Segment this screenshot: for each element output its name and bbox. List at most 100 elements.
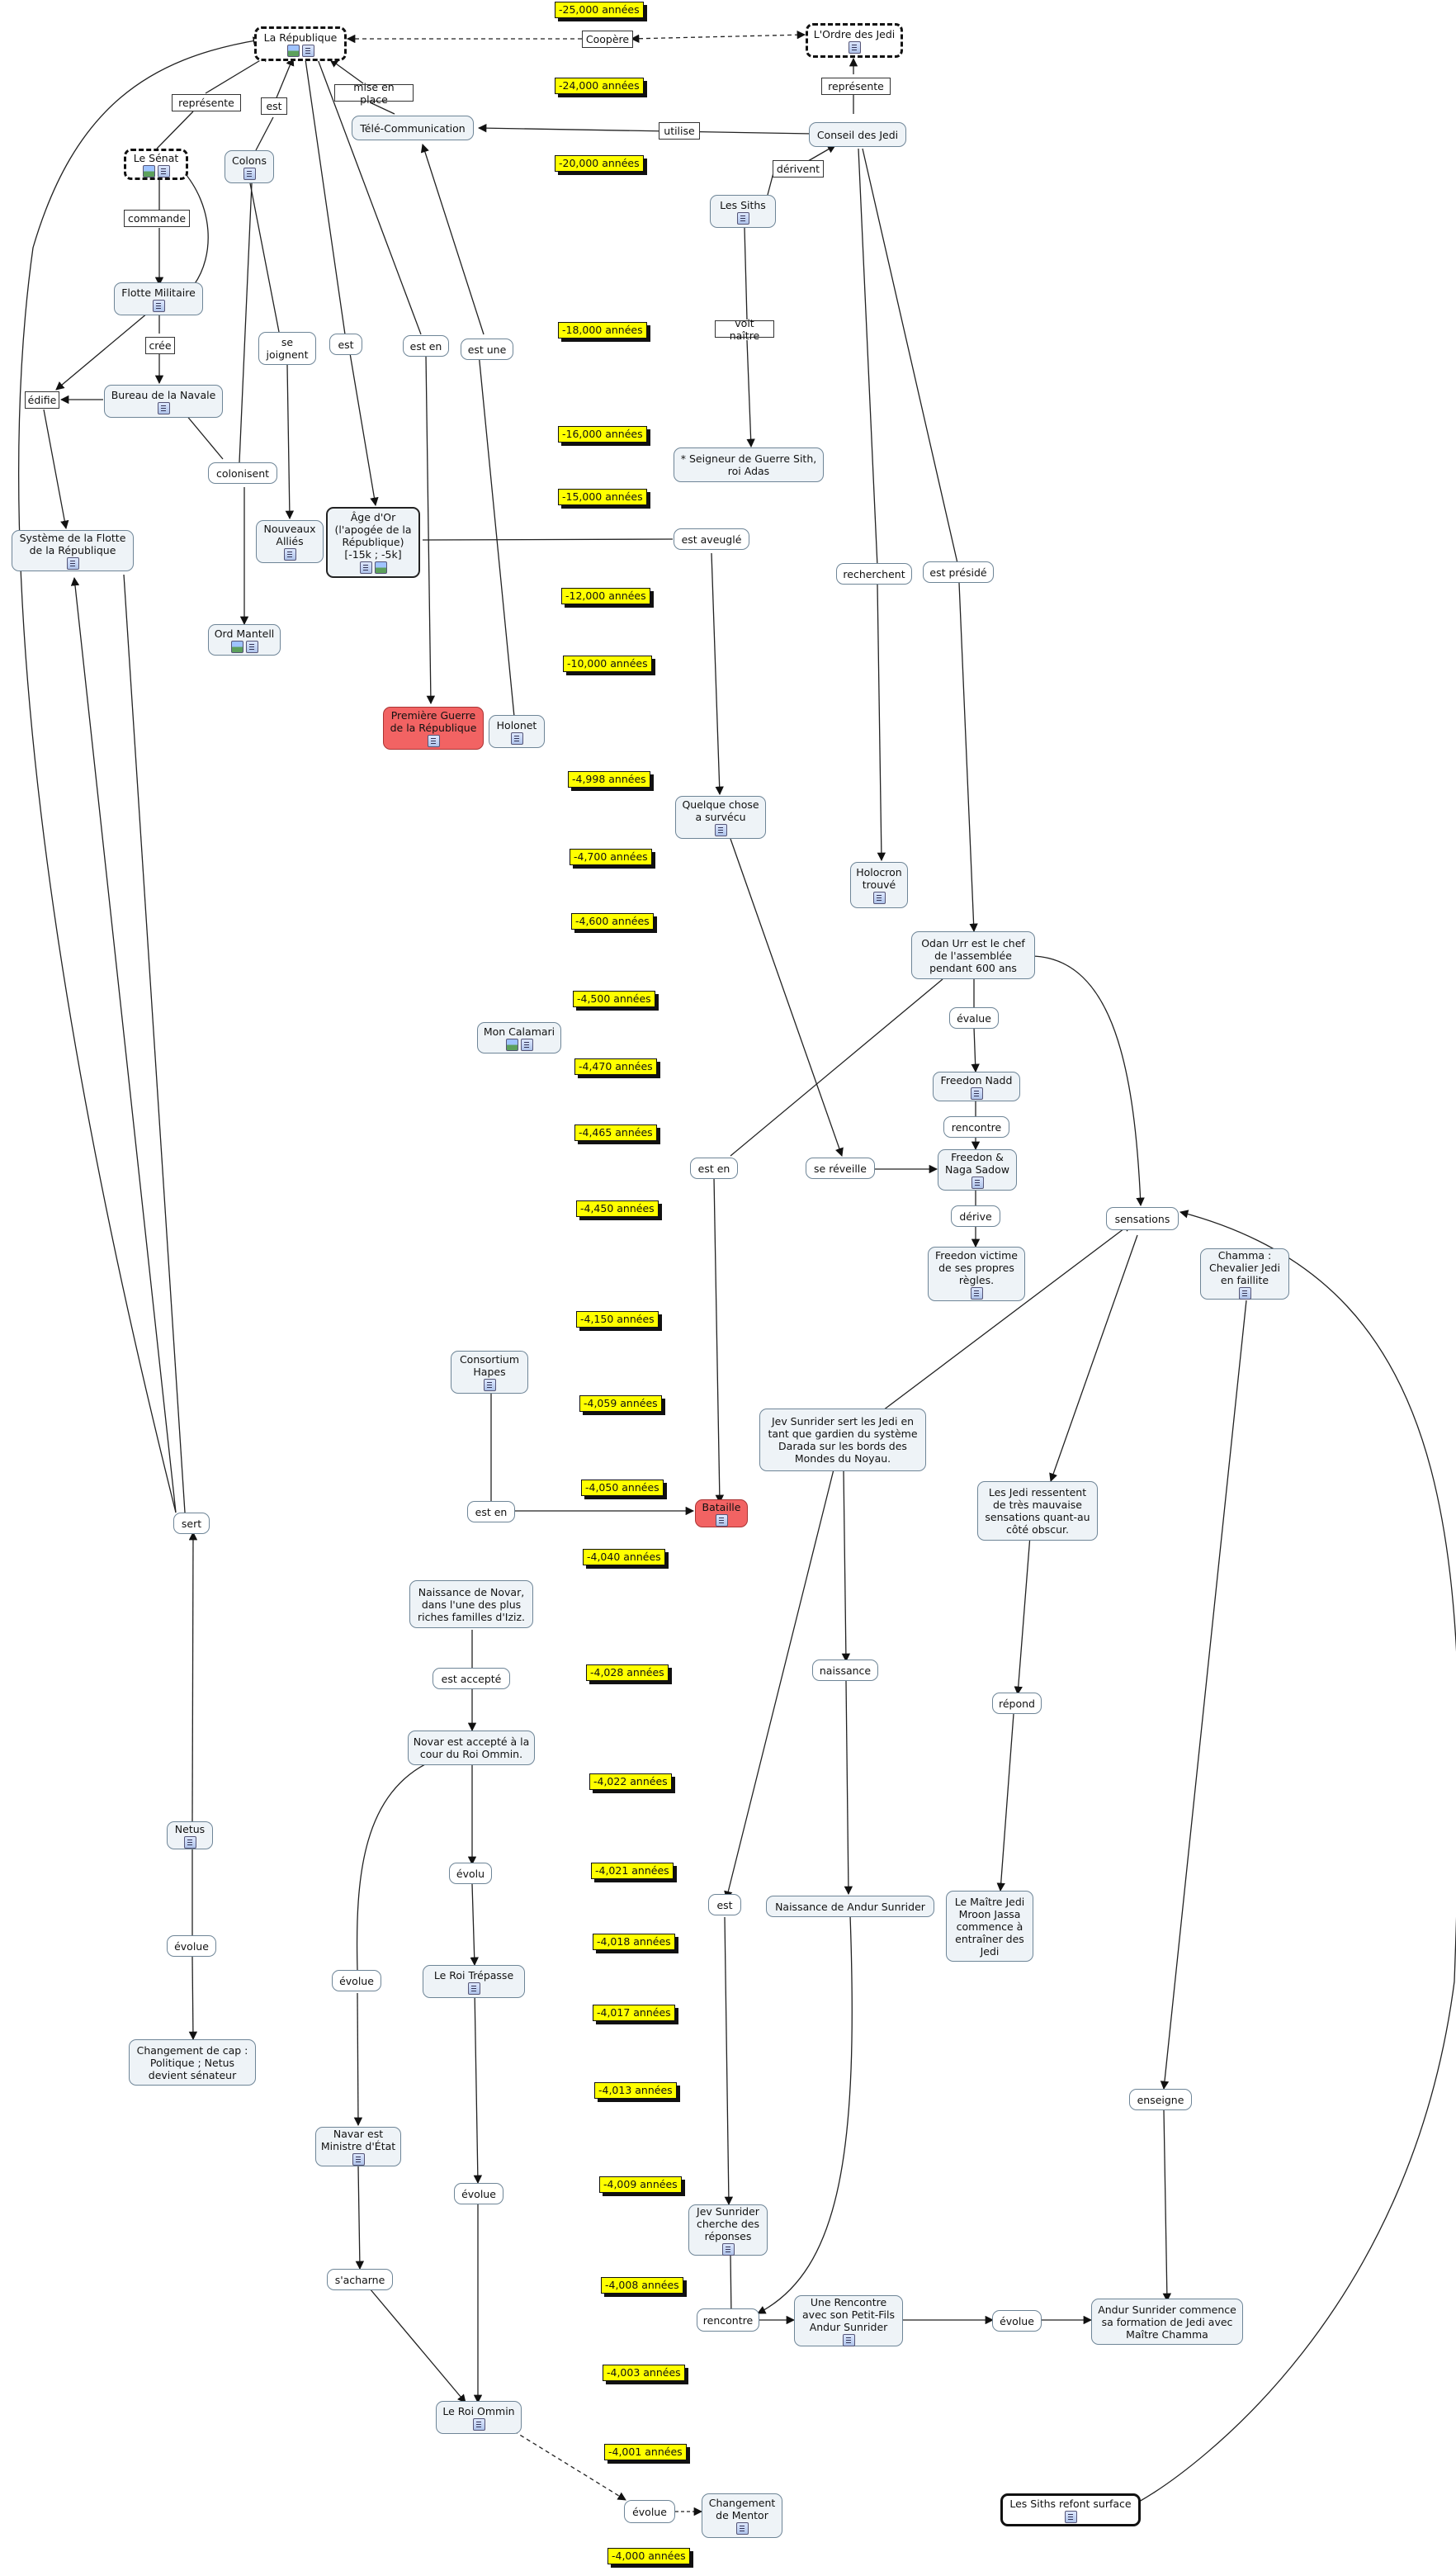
evolue-link-novar[interactable]: évolue	[332, 1970, 381, 1991]
document-resource-icon[interactable]	[1064, 2510, 1077, 2523]
est-en-link-consortium[interactable]: est en	[467, 1501, 515, 1522]
naissance-novar-node[interactable]: Naissance de Novar, dans l'une des plus …	[409, 1580, 533, 1628]
colonisent-link[interactable]: colonisent	[208, 462, 277, 484]
evolue-link-mentor[interactable]: évolue	[624, 2500, 675, 2523]
siths-refont-surface-node[interactable]: Les Siths refont surface	[1000, 2493, 1141, 2526]
represente-link-jedi[interactable]: représente	[821, 78, 891, 95]
les-siths-node[interactable]: Les Siths	[710, 195, 776, 228]
changement-mentor-node[interactable]: Changement de Mentor	[702, 2493, 782, 2538]
mise-en-place-link[interactable]: mise en place	[334, 81, 414, 106]
image-resource-icon[interactable]	[142, 164, 155, 178]
est-accepte-link[interactable]: est accepté	[433, 1668, 510, 1689]
roi-ommin-node[interactable]: Le Roi Ommin	[436, 2401, 522, 2434]
premiere-guerre-node[interactable]: Première Guerre de la République	[383, 707, 484, 750]
document-resource-icon[interactable]	[721, 2242, 735, 2256]
document-resource-icon[interactable]	[842, 2333, 855, 2346]
rencontre-link-2[interactable]: rencontre	[697, 2308, 759, 2332]
edifie-link[interactable]: édifie	[25, 391, 59, 409]
recherchent-link[interactable]: recherchent	[836, 563, 912, 585]
age-or-node[interactable]: Âge d'Or (l'apogée de la République) [-1…	[326, 507, 420, 578]
document-resource-icon[interactable]	[510, 732, 523, 745]
naissance-link[interactable]: naissance	[812, 1660, 878, 1681]
document-resource-icon[interactable]	[183, 1835, 196, 1849]
document-resource-icon[interactable]	[848, 40, 861, 54]
document-resource-icon[interactable]	[283, 548, 296, 561]
freedon-victime-node[interactable]: Freedon victime de ses propres règles.	[928, 1247, 1025, 1301]
chamma-node[interactable]: Chamma : Chevalier Jedi en faillite	[1200, 1248, 1289, 1300]
est-une-link[interactable]: est une	[461, 339, 513, 360]
s-acharne-link[interactable]: s'acharne	[327, 2269, 393, 2290]
document-resource-icon[interactable]	[736, 211, 749, 225]
se-joignent-link[interactable]: se joignent	[258, 332, 316, 365]
document-resource-icon[interactable]	[483, 1379, 496, 1391]
senat-node[interactable]: Le Sénat	[124, 149, 188, 180]
consortium-node[interactable]: Consortium Hapes	[451, 1351, 528, 1394]
document-resource-icon[interactable]	[66, 557, 79, 570]
document-resource-icon[interactable]	[245, 640, 258, 653]
bataille-node[interactable]: Bataille	[695, 1499, 748, 1527]
maitre-jedi-node[interactable]: Le Maître Jedi Mroon Jassa commence à en…	[946, 1891, 1033, 1962]
novar-accepte-node[interactable]: Novar est accepté à la cour du Roi Ommin…	[408, 1731, 535, 1765]
document-resource-icon[interactable]	[971, 1177, 984, 1189]
document-resource-icon[interactable]	[735, 2522, 749, 2535]
nouveaux-allies-node[interactable]: Nouveaux Alliés	[256, 520, 324, 563]
roi-trepasse-node[interactable]: Le Roi Trépasse	[423, 1965, 525, 1998]
ordre-jedi-node[interactable]: L'Ordre des Jedi	[806, 23, 903, 58]
commande-link[interactable]: commande	[124, 210, 190, 227]
image-resource-icon[interactable]	[374, 561, 387, 574]
navar-ministre-node[interactable]: Navar est Ministre d'État	[315, 2127, 401, 2166]
document-resource-icon[interactable]	[472, 2417, 485, 2431]
se-reveille-link[interactable]: se réveille	[806, 1158, 875, 1179]
document-resource-icon[interactable]	[427, 735, 440, 747]
evalue-link[interactable]: évalue	[949, 1007, 999, 1029]
republique-node[interactable]: La République	[254, 26, 347, 61]
est-en-link-bataille[interactable]: est en	[690, 1158, 738, 1179]
tele-communication-node[interactable]: Télé-Communication	[352, 116, 474, 140]
freedon-nadd-node[interactable]: Freedon Nadd	[933, 1072, 1020, 1101]
enseigne-link[interactable]: enseigne	[1129, 2089, 1192, 2110]
netus-node[interactable]: Netus	[167, 1821, 213, 1849]
image-resource-icon[interactable]	[230, 640, 243, 653]
est-aveugle-link[interactable]: est aveuglé	[674, 528, 749, 550]
est-link-age[interactable]: est	[329, 334, 362, 355]
une-rencontre-node[interactable]: Une Rencontre avec son Petit-Fils Andur …	[794, 2295, 903, 2346]
ord-mantell-node[interactable]: Ord Mantell	[208, 624, 281, 656]
freedon-naga-node[interactable]: Freedon & Naga Sadow	[938, 1149, 1017, 1191]
cree-link[interactable]: crée	[145, 337, 175, 354]
document-resource-icon[interactable]	[715, 1513, 728, 1527]
document-resource-icon[interactable]	[243, 167, 256, 180]
document-resource-icon[interactable]	[352, 2153, 365, 2166]
bureau-navale-node[interactable]: Bureau de la Navale	[104, 385, 223, 418]
conseil-jedi-node[interactable]: Conseil des Jedi	[809, 122, 906, 147]
est-en-link-guerre[interactable]: est en	[403, 335, 449, 357]
document-resource-icon[interactable]	[157, 164, 170, 178]
flotte-militaire-node[interactable]: Flotte Militaire	[114, 282, 203, 315]
evolue-link-roi[interactable]: évolue	[454, 2183, 503, 2204]
coopere-link[interactable]: Coopère	[582, 31, 633, 48]
quelque-chose-node[interactable]: Quelque chose a survécu	[675, 796, 766, 839]
evolue-link-netus[interactable]: évolue	[167, 1935, 216, 1957]
document-resource-icon[interactable]	[872, 892, 886, 904]
document-resource-icon[interactable]	[152, 299, 165, 312]
document-resource-icon[interactable]	[157, 401, 170, 414]
image-resource-icon[interactable]	[505, 1038, 518, 1051]
document-resource-icon[interactable]	[520, 1038, 533, 1051]
seigneur-sith-node[interactable]: * Seigneur de Guerre Sith, roi Adas	[674, 447, 824, 482]
rencontre-link-1[interactable]: rencontre	[943, 1116, 1009, 1138]
document-resource-icon[interactable]	[467, 1982, 480, 1995]
sensations-link[interactable]: sensations	[1106, 1207, 1179, 1230]
jev-sunrider-node[interactable]: Jev Sunrider sert les Jedi en tant que g…	[759, 1409, 926, 1471]
document-resource-icon[interactable]	[1238, 1286, 1251, 1300]
voit-naitre-link[interactable]: voit naître	[715, 317, 774, 342]
represente-link-senat[interactable]: représente	[172, 94, 241, 111]
est-link-colons[interactable]: est	[261, 97, 287, 115]
utilise-link[interactable]: utilise	[659, 122, 700, 140]
naissance-andur-node[interactable]: Naissance de Andur Sunrider	[766, 1896, 934, 1917]
evolue-link-andur[interactable]: évolue	[992, 2310, 1042, 2332]
image-resource-icon[interactable]	[286, 44, 300, 57]
mon-calamari-node[interactable]: Mon Calamari	[477, 1022, 561, 1053]
document-resource-icon[interactable]	[970, 1286, 983, 1300]
evolu-link[interactable]: évolu	[449, 1863, 492, 1884]
holonet-node[interactable]: Holonet	[489, 715, 545, 748]
jedi-ressentent-node[interactable]: Les Jedi ressentent de très mauvaise sen…	[977, 1481, 1098, 1541]
